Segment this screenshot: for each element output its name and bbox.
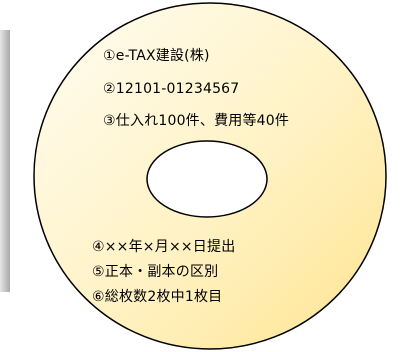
label-line-id: ②12101-01234567 (103, 81, 240, 97)
label-line-copy-type: ⑤正本・副本の区別 (92, 264, 219, 280)
label-line-company: ①e-TAX建設(株) (103, 48, 210, 64)
label-line-counts: ③仕入れ100件、費用等40件 (103, 113, 290, 129)
label-line-disc-count: ⑥総枚数2枚中1枚目 (92, 289, 223, 305)
label-line-date: ④××年×月××日提出 (92, 239, 236, 255)
side-strip (0, 30, 10, 292)
cd-center-hole (146, 140, 268, 218)
